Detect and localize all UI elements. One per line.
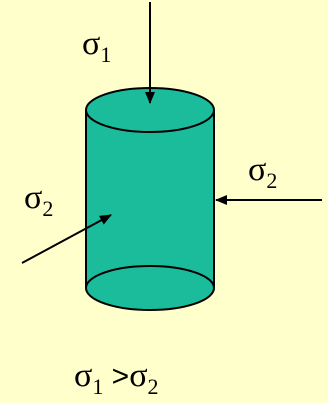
cylinder [85, 87, 215, 311]
cylinder-body [86, 110, 214, 288]
sigma2-left-arrow [21, 214, 112, 264]
sigma2-left-label: σ2 [24, 179, 53, 221]
stress-condition: σ1 >σ2 [74, 357, 159, 398]
sigma2-right-label: σ2 [248, 151, 277, 193]
cylinder-bottom [85, 265, 215, 311]
sigma1-label: σ1 [82, 25, 111, 67]
